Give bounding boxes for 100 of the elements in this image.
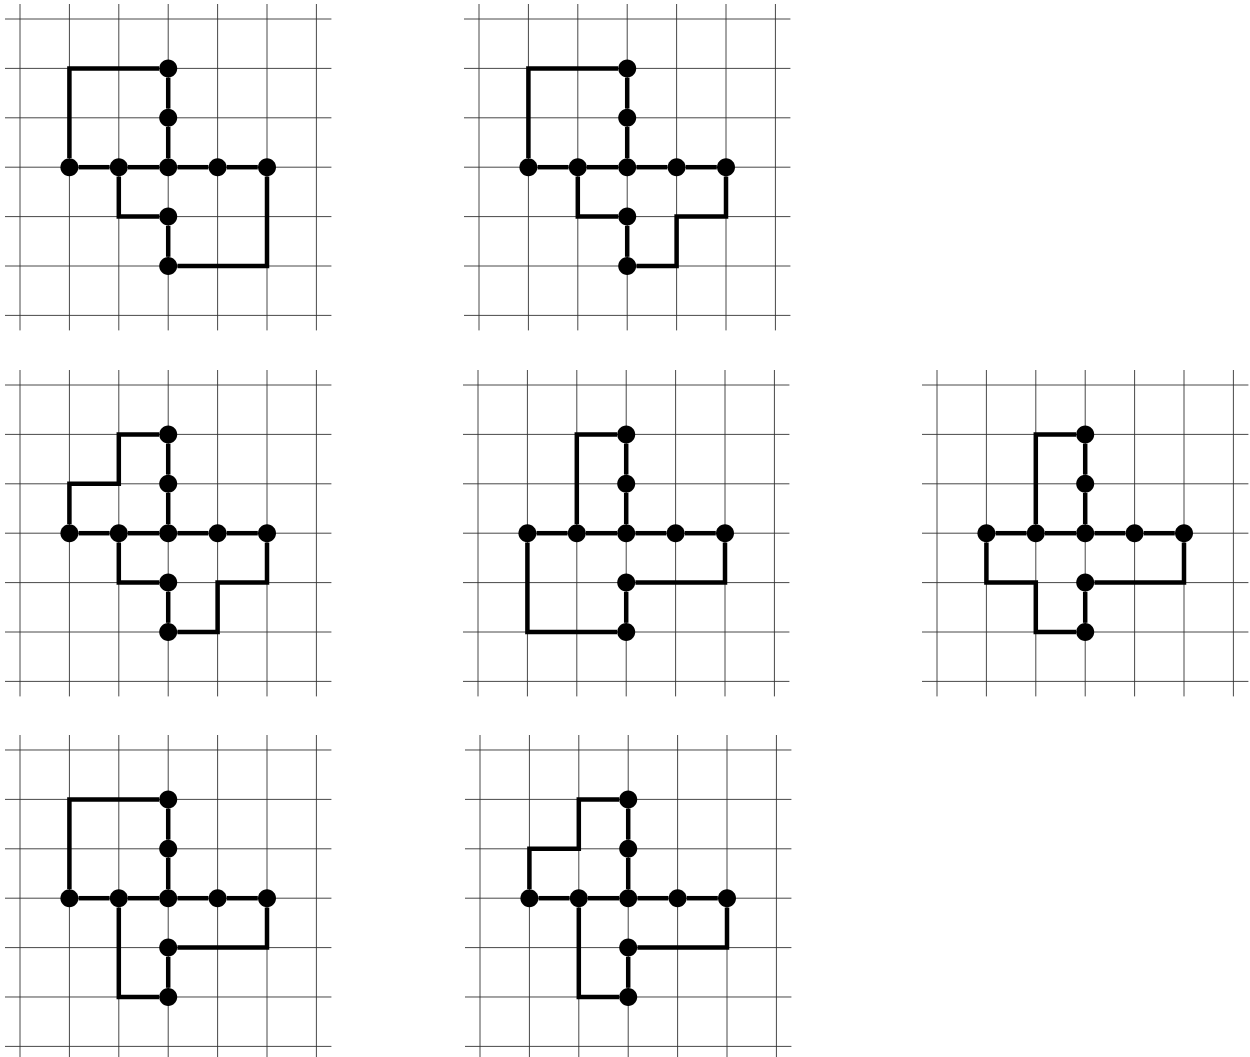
vertex-dot	[159, 207, 178, 226]
vertex-dot	[109, 524, 128, 543]
polygon-edge	[625, 808, 631, 840]
vertex-dot	[159, 524, 178, 543]
vertex-dot	[1076, 474, 1095, 493]
polygon-edge	[625, 956, 631, 988]
polygon-edge	[686, 895, 718, 901]
polygon-edge	[636, 176, 729, 269]
vertex-dot	[208, 524, 227, 543]
vertex-dot	[109, 158, 128, 177]
vertex-dot	[159, 988, 178, 1006]
vertex-dot	[159, 257, 178, 275]
polygon-edge	[177, 530, 209, 536]
vertex-dot	[159, 158, 178, 177]
polygon-edge	[1082, 443, 1088, 475]
vertex-dot	[159, 889, 178, 908]
vertex-dot	[159, 623, 178, 641]
polygon-edge	[995, 530, 1027, 536]
vertex-dot	[977, 524, 996, 543]
polygon-edge	[637, 895, 669, 901]
polygon-edge	[623, 443, 629, 475]
vertex-dot	[716, 524, 734, 543]
polygon-edge	[586, 530, 617, 536]
polygon-edge	[177, 176, 270, 269]
vertex-dot	[619, 790, 638, 809]
polygon-edge	[165, 808, 171, 840]
polygon-edge	[226, 164, 258, 170]
polygon-edge	[165, 493, 171, 524]
polygon-edge	[588, 895, 619, 901]
polygon-edge	[574, 432, 617, 524]
polygon-edge	[1143, 530, 1175, 536]
vertex-dot	[1076, 425, 1095, 444]
polygon-edge	[624, 127, 630, 158]
vertex-dot	[258, 524, 276, 543]
polygon-edge	[165, 127, 171, 158]
vertex-dot	[567, 524, 586, 543]
polygon-edge	[537, 164, 569, 170]
vertex-dot	[109, 889, 128, 908]
polygon-edge	[128, 164, 159, 170]
vertex-dot	[617, 474, 636, 493]
vertex-dot	[258, 889, 276, 908]
vertex-dot	[619, 988, 638, 1006]
vertex-dot	[159, 474, 178, 493]
vertex-dot	[208, 158, 227, 177]
polygon-edge	[984, 542, 1076, 635]
vertex-dot	[568, 158, 587, 177]
polygon-edge	[624, 77, 630, 109]
polygon-edge	[226, 530, 258, 536]
polygon-edge	[78, 895, 110, 901]
vertex-dot	[618, 257, 637, 275]
polygon-edge	[538, 895, 570, 901]
vertex-dot	[618, 158, 637, 177]
polygon-edge	[116, 907, 159, 1000]
vertex-dot	[617, 573, 636, 592]
vertex-dot	[617, 623, 636, 641]
polygon-edge	[1082, 591, 1088, 623]
polygon-edge	[635, 542, 728, 585]
vertex-dot	[569, 889, 588, 908]
polygon-edge	[587, 164, 618, 170]
polygon-edge	[637, 907, 730, 950]
polygon-edge	[1094, 542, 1187, 585]
polygon-edge	[177, 895, 209, 901]
polygon-edge	[525, 542, 617, 635]
polygon-edge	[128, 895, 159, 901]
vertex-dot	[666, 524, 685, 543]
vertex-dot	[159, 425, 178, 444]
polygon-edge	[575, 176, 618, 219]
vertex-dot	[518, 524, 537, 543]
polygon-edge	[636, 164, 668, 170]
vertex-dot	[60, 158, 79, 177]
vertex-dot	[718, 889, 736, 908]
vertex-dot	[618, 59, 637, 78]
vertex-dot	[1076, 573, 1095, 592]
vertex-dot	[1026, 524, 1045, 543]
polygon-edge	[165, 956, 171, 988]
polygon-edge	[165, 77, 171, 109]
vertex-dot	[520, 889, 539, 908]
polygon-edge	[1033, 432, 1076, 524]
vertex-dot	[667, 158, 686, 177]
polygon-edge	[116, 176, 159, 219]
polygon-edge	[177, 907, 270, 950]
vertex-dot	[60, 889, 79, 908]
polygon-edge	[576, 907, 619, 1000]
vertex-dot	[617, 425, 636, 444]
vertex-dot	[159, 839, 178, 858]
polygon-edge	[177, 542, 270, 635]
vertex-dot	[619, 839, 638, 858]
vertex-dot	[159, 108, 178, 127]
polygon-edge	[165, 443, 171, 475]
polygon-edge	[624, 225, 630, 257]
polygon-edge	[625, 858, 631, 889]
polygon-edge	[165, 858, 171, 889]
polygon-edge	[635, 530, 667, 536]
polygon-edge	[527, 797, 619, 889]
polygon-edge	[1045, 530, 1076, 536]
polygon-edge	[177, 164, 209, 170]
vertex-dot	[159, 938, 178, 957]
vertex-dot	[619, 889, 638, 908]
polygon-edge	[116, 542, 159, 585]
vertex-dot	[1076, 623, 1095, 641]
